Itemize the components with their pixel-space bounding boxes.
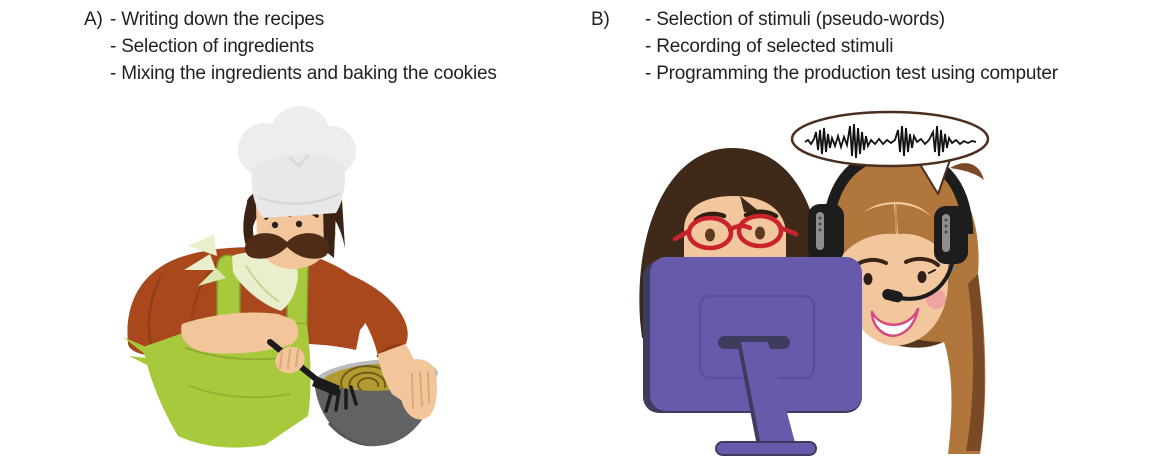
fork-tine	[324, 388, 334, 413]
panel-b-item-3: - Programming the production test using …	[645, 63, 1058, 84]
monitor-stand	[738, 342, 796, 446]
fork-head	[312, 376, 358, 413]
computer-monitor	[643, 257, 862, 456]
hand-finger-line	[279, 351, 283, 369]
panel-b-item-2: - Recording of selected stimuli	[645, 36, 894, 57]
speech-bubble	[790, 110, 990, 195]
hand-finger-line	[419, 371, 423, 407]
apron-spike	[129, 356, 155, 369]
kerchief-tail	[184, 254, 216, 270]
hand-finger-line	[295, 349, 299, 367]
monitor-base	[715, 441, 817, 456]
eyelash	[928, 269, 936, 274]
hat-crease	[258, 192, 341, 205]
kerchief-tail	[188, 234, 217, 256]
chef-body	[123, 247, 438, 448]
chef-eye	[271, 221, 279, 229]
panel-b-item-1: - Selection of stimuli (pseudo-words)	[645, 9, 945, 30]
panel-a-item-1: - Writing down the recipes	[110, 9, 325, 30]
chef-hat	[238, 106, 356, 218]
grille-dot	[944, 218, 948, 222]
chef-illustration	[123, 106, 438, 448]
batter-swirl	[357, 377, 380, 391]
glasses-bridge	[727, 223, 753, 233]
panel-b-label: B)	[591, 9, 610, 30]
bowl-shade	[328, 422, 377, 447]
mic-boom	[898, 262, 954, 301]
right-woman-eye	[863, 273, 873, 285]
grille-dot	[944, 230, 948, 234]
panel-a-item-3: - Mixing the ingredients and baking the …	[110, 63, 497, 84]
chef-mustache	[244, 233, 330, 259]
left-woman-eyebrow	[743, 209, 779, 219]
right-woman-eye	[917, 271, 927, 283]
right-woman-fringe	[840, 204, 896, 258]
microphone	[882, 288, 903, 303]
apron-spike	[123, 337, 151, 359]
kerchief-tail	[198, 268, 226, 286]
monitor-back	[650, 257, 862, 411]
batter-swirl	[348, 371, 387, 393]
grille-dot	[944, 224, 948, 228]
fork-tine	[334, 389, 341, 412]
right-woman-fringe	[896, 204, 948, 258]
left-woman-eye	[705, 228, 715, 242]
hat-band	[251, 153, 346, 218]
hair-strand-spike	[950, 163, 984, 180]
headset-earcup-right	[934, 206, 968, 264]
apron-crease	[189, 385, 291, 399]
right-woman-face	[840, 202, 949, 346]
panel-a-label: A)	[84, 9, 103, 30]
panel-a-items: - Writing down the recipes - Selection o…	[110, 6, 497, 87]
speech-recording-illustration	[639, 110, 990, 456]
chef-shirt-fold	[147, 276, 162, 348]
hand-finger-line	[411, 373, 414, 409]
glasses-temple	[672, 228, 692, 242]
smiling-mouth	[870, 307, 920, 337]
stand-edge-dark	[737, 341, 761, 447]
chef-eye	[295, 220, 303, 228]
chef-apron	[143, 324, 311, 448]
headset-earcup-left	[808, 204, 844, 262]
left-woman-hair-strand	[740, 196, 760, 212]
fork-tine	[349, 385, 358, 406]
hand-finger-line	[287, 349, 291, 369]
kerchief-fold	[245, 265, 279, 302]
hat-notch	[288, 154, 310, 168]
chef-head	[184, 106, 356, 286]
grille-dot	[818, 228, 822, 232]
chef-right-sleeve	[323, 266, 408, 356]
hand-finger-line	[427, 371, 430, 403]
panel-a-item-2: - Selection of ingredients	[110, 36, 314, 57]
grille-dot	[818, 222, 822, 226]
red-glasses	[672, 213, 799, 251]
glasses-temple	[778, 225, 799, 237]
glasses-lens	[736, 213, 784, 249]
grille-dot	[818, 216, 822, 220]
waveform-icon	[804, 123, 977, 159]
left-woman-eye	[755, 226, 765, 240]
right-woman-eyebrow	[904, 256, 940, 267]
right-woman-hair-dark	[966, 274, 985, 451]
panel-b-items: - Selection of stimuli (pseudo-words) - …	[645, 6, 1058, 87]
